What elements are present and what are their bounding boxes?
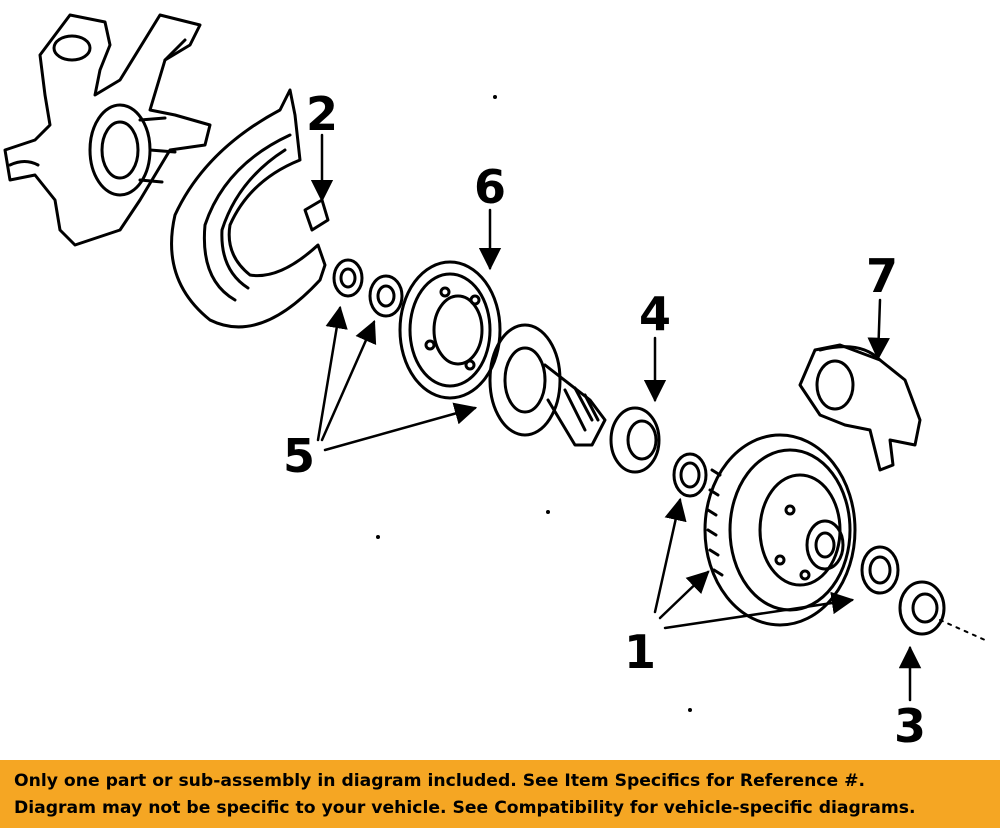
callout-7: 7 — [866, 249, 898, 303]
hub-drum — [398, 260, 502, 400]
splash-shield — [170, 88, 330, 329]
inner-bearing — [368, 274, 404, 318]
disclaimer-line-1: Only one part or sub-assembly in diagram… — [14, 771, 866, 791]
brake-caliper — [798, 343, 922, 472]
steering-knuckle — [3, 13, 212, 247]
callout-3: 3 — [894, 699, 926, 753]
brake-rotor — [703, 433, 857, 627]
callout-2: 2 — [306, 87, 338, 141]
scan-dots — [376, 95, 692, 712]
bearing-race — [672, 452, 708, 498]
spindle-nut — [898, 580, 946, 636]
outer-bearing — [609, 406, 661, 474]
outer-race — [860, 545, 900, 595]
axis-line — [939, 619, 986, 641]
callout-1: 1 — [624, 625, 656, 679]
callout-5: 5 — [283, 429, 315, 483]
disclaimer-line-2: Diagram may not be specific to your vehi… — [14, 798, 916, 818]
disclaimer-banner: Only one part or sub-assembly in diagram… — [0, 760, 1000, 828]
spindle — [488, 323, 607, 447]
inner-seal — [332, 258, 364, 298]
parts-diagram: 2 6 4 7 5 1 3 — [3, 13, 986, 753]
callout-arrows — [310, 133, 922, 702]
callout-6: 6 — [474, 160, 506, 214]
callout-4: 4 — [639, 287, 671, 341]
